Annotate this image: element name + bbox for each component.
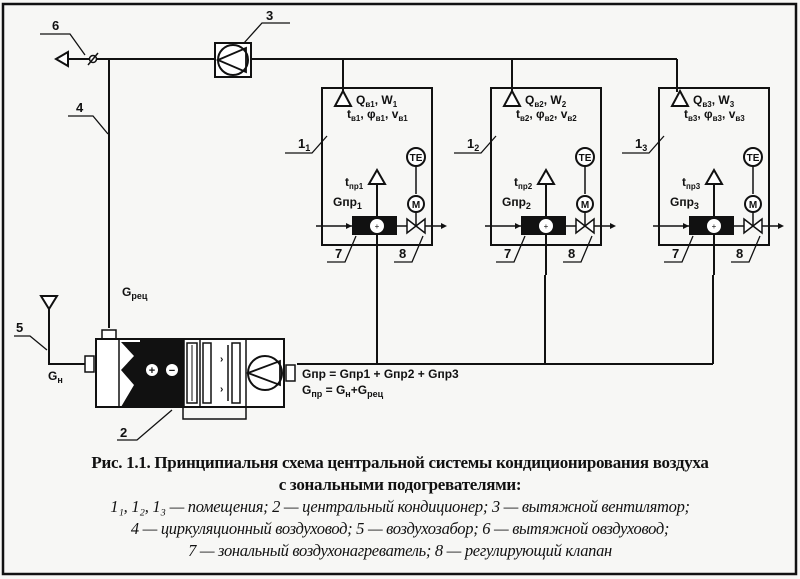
room-callout: 11: [298, 136, 310, 153]
caption-title-line-1: Рис. 1.1. Принципиальня схема центрально…: [91, 453, 709, 472]
svg-text:›: ›: [220, 384, 223, 395]
room-callout-leader: [454, 135, 497, 154]
supply-trunk: [297, 275, 714, 365]
svg-text:+: +: [375, 222, 380, 231]
figure-caption: Рис. 1.1. Принципиальня схема центрально…: [14, 452, 786, 562]
callout-3: 3: [266, 8, 273, 23]
caption-legend-line-2: 4 — циркуляционный воздуховод; 5 — возду…: [130, 519, 670, 538]
room-3: Qв3, W3 tв3, φв3, vв3 13 TE M tпр3 Gпр3 …: [622, 87, 784, 275]
sensor-label: TE: [579, 153, 592, 164]
heater-callout-leader: [496, 235, 526, 263]
svg-text:+: +: [712, 222, 717, 231]
room-callout: 13: [635, 136, 647, 153]
motor-label: M: [749, 200, 757, 211]
supply-temp-label: tпр1: [345, 175, 364, 191]
damper-icon: [87, 52, 99, 66]
room-load-label: Qв2, W2: [525, 93, 567, 109]
sensor-label: TE: [410, 153, 423, 164]
supply-temp-label: tпр3: [682, 175, 701, 191]
callout-6: 6: [52, 18, 59, 33]
motor-label: M: [581, 200, 589, 211]
room-callout-leader: [285, 135, 328, 154]
supply-diffuser-icon: [536, 167, 556, 185]
filter-icon: [121, 342, 140, 407]
cooler-minus-icon: [166, 364, 178, 376]
formula-mix: Gпр = Gн+Gрец: [302, 383, 384, 399]
callout-5-leader: [14, 335, 48, 351]
heater-callout-leader: [327, 235, 357, 263]
exhaust-fan-icon: [214, 42, 252, 78]
room-params-label: tв1, φв1, vв1: [347, 107, 408, 123]
caption-legend-line-3: 7 — зональный воздухонагреватель; 8 — ре…: [188, 541, 612, 560]
callout-8: 8: [399, 246, 406, 261]
outlet-flange: [285, 364, 296, 382]
heater-callout-leader: [664, 235, 694, 263]
callout-8: 8: [736, 246, 743, 261]
inlet-flange: [84, 355, 95, 373]
callout-6-leader: [40, 33, 86, 56]
room-params-label: tв2, φв2, vв2: [516, 107, 577, 123]
plus-sign: +: [149, 365, 155, 377]
exhaust-grille-icon: [333, 88, 353, 107]
recirc-flange: [101, 329, 117, 340]
motor-label: M: [412, 200, 420, 211]
outdoor-air-duct: [48, 309, 85, 365]
callout-7: 7: [335, 246, 342, 261]
exhaust-grille-icon: [670, 88, 690, 107]
valve-callout-leader: [563, 235, 593, 263]
svg-text:+: +: [544, 222, 549, 231]
callout-8: 8: [568, 246, 575, 261]
minus-sign: −: [169, 365, 175, 377]
rooms: Qв1, W1 tв1, φв1, vв1 11 TE M tпр1 Gпр1 …: [285, 87, 784, 275]
room-callout-leader: [622, 135, 665, 154]
caption-legend-line-1: 1₁, 1₂, 1₃ — помещения; 2 — центральный …: [110, 497, 690, 516]
room-callout: 12: [467, 136, 479, 153]
caption-title-line-2: с зональными подогревателями:: [278, 475, 522, 494]
heater-cooler-section: [140, 339, 184, 407]
callout-4-leader: [68, 115, 109, 135]
supply-fan-icon: [245, 355, 283, 391]
valve-callout-leader: [394, 235, 424, 263]
room-load-label: Qв3, W3: [693, 93, 735, 109]
supply-diffuser-icon: [367, 167, 387, 185]
heater-plus-icon: [146, 364, 158, 376]
g-rec-label: Gрец: [122, 285, 148, 301]
supply-diffuser-icon: [704, 167, 724, 185]
callout-4: 4: [76, 100, 84, 115]
formula-total-flow: Gпр = Gпр1 + Gпр2 + Gпр3: [302, 367, 459, 381]
supply-temp-label: tпр2: [514, 175, 533, 191]
callout-7: 7: [672, 246, 679, 261]
supply-flow-label: Gпр3: [670, 195, 699, 211]
supply-flow-label: Gпр1: [333, 195, 362, 211]
exhaust-grille-icon: [502, 88, 522, 107]
room-2: Qв2, W2 tв2, φв2, vв2 12 TE M tпр2 Gпр2 …: [454, 87, 616, 275]
callout-5: 5: [16, 320, 23, 335]
exhaust-outlet-icon: [54, 50, 69, 68]
room-load-label: Qв1, W1: [356, 93, 398, 109]
callout-2: 2: [120, 425, 127, 440]
room-params-label: tв3, φв3, vв3: [684, 107, 745, 123]
svg-text:›: ›: [220, 354, 223, 365]
bypass-duct: [182, 407, 247, 420]
g-n-label: Gн: [48, 369, 63, 385]
valve-callout-leader: [731, 235, 761, 263]
callout-3-leader: [243, 22, 290, 44]
central-air-conditioner: + − › ›: [84, 329, 296, 420]
callout-7: 7: [504, 246, 511, 261]
callout-2-leader: [117, 409, 173, 441]
exhaust-duct: [68, 58, 678, 92]
supply-flow-label: Gпр2: [502, 195, 531, 211]
air-intake-icon: [39, 295, 59, 311]
sensor-label: TE: [747, 153, 760, 164]
room-1: Qв1, W1 tв1, φв1, vв1 11 TE M tпр1 Gпр1 …: [285, 87, 447, 275]
